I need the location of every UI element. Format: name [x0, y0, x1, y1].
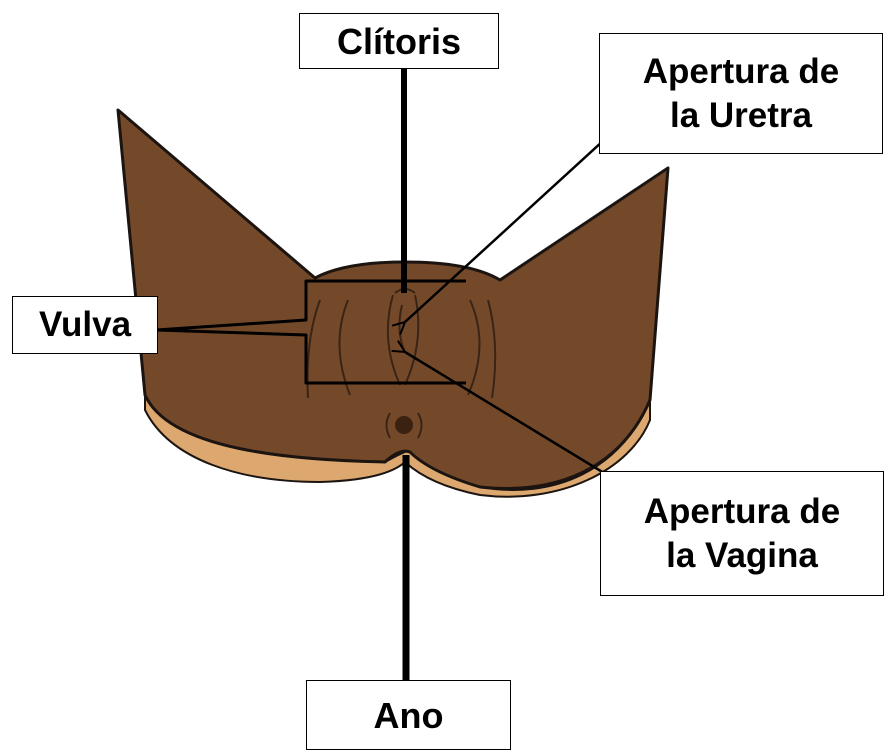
vulva-label: Vulva [39, 303, 131, 347]
urethra-opening-label-box: Apertura de la Uretra [599, 33, 883, 154]
vagina-label-line-2: la Vagina [666, 534, 818, 578]
vagina-label-line-1: Apertura de [644, 490, 840, 534]
urethra-label-line-2: la Uretra [670, 94, 812, 138]
vulva-label-box: Vulva [12, 296, 158, 354]
clitoris-label-box: Clítoris [299, 13, 499, 69]
skin-body [118, 110, 668, 488]
urethra-label-line-1: Apertura de [643, 50, 839, 94]
anus-label: Ano [374, 693, 444, 738]
vaginal-opening-label-box: Apertura de la Vagina [600, 471, 884, 596]
clitoris-label: Clítoris [337, 19, 461, 64]
